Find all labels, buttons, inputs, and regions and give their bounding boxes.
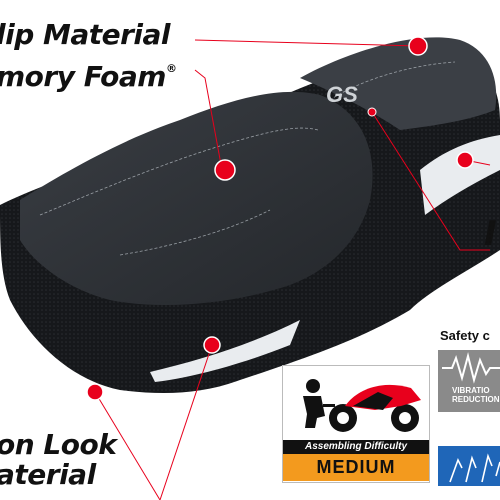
- safety-title: Safety c: [440, 328, 490, 343]
- vibration-icon: [442, 352, 500, 384]
- accent-panel-right: [420, 135, 500, 215]
- mechanic-icon: [303, 379, 335, 428]
- badge-illustration: [303, 379, 421, 432]
- gs-logo: GS: [326, 82, 358, 107]
- marker-dot-icon: [86, 383, 104, 401]
- difficulty-level: MEDIUM: [283, 454, 429, 481]
- stitch-line: [119, 209, 271, 256]
- vibration-line-2: REDUCTION: [452, 395, 500, 404]
- marker-dot-icon: [367, 107, 377, 117]
- stitch-line: [329, 61, 456, 101]
- marker-dot-icon: [214, 159, 236, 181]
- motorcycle-icon: [329, 384, 421, 432]
- grip-material-label: lip Material: [0, 18, 171, 51]
- accent-panel-low: [150, 320, 300, 382]
- difficulty-caption: Assembling Difficulty: [283, 440, 429, 454]
- vibration-line-1: VIBRATIO: [452, 386, 490, 395]
- waterproof-text: WATERPROO: [446, 490, 498, 499]
- vibration-text: VIBRATIO REDUCTION: [452, 386, 500, 404]
- look-label: on Look: [0, 428, 117, 461]
- material-label: aterial: [0, 458, 96, 491]
- marker-dots: [86, 36, 474, 401]
- assembling-difficulty-badge: Assembling Difficulty MEDIUM: [282, 365, 430, 483]
- stitch-line: [39, 127, 319, 216]
- waterproof-badge: [438, 446, 500, 486]
- marker-dot-icon: [408, 36, 428, 56]
- marker-dot-icon: [456, 151, 474, 169]
- registered-mark: ®: [165, 62, 177, 75]
- marker-dot-icon: [203, 336, 221, 354]
- vibration-reduction-badge: VIBRATIO REDUCTION: [438, 350, 500, 412]
- rider-seat: [20, 91, 373, 305]
- memory-foam-text: mory Foam: [0, 60, 166, 93]
- memory-foam-label: mory Foam®: [0, 60, 177, 93]
- passenger-seat: [300, 37, 497, 130]
- edge-label: I: [484, 214, 497, 254]
- waterproof-icon: [449, 453, 500, 483]
